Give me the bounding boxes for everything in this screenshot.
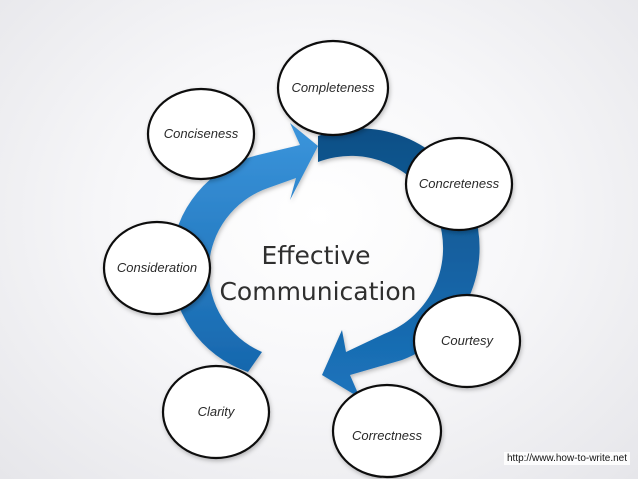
node-consideration: Consideration: [102, 220, 212, 316]
node-completeness: Completeness: [276, 39, 390, 137]
source-url-caption: http://www.how-to-write.net: [503, 452, 630, 465]
node-label-conciseness: Conciseness: [164, 126, 239, 141]
node-label-clarity: Clarity: [198, 404, 236, 419]
node-label-concreteness: Concreteness: [419, 176, 500, 191]
node-label-consideration: Consideration: [117, 260, 197, 275]
center-title-line2: Communication: [219, 277, 416, 306]
center-title-line1: Effective: [261, 241, 370, 270]
node-label-correctness: Correctness: [352, 428, 423, 443]
node-clarity: Clarity: [161, 364, 271, 460]
cycle-arrow-left: [171, 123, 318, 372]
node-correctness: Correctness: [331, 383, 443, 479]
node-label-completeness: Completeness: [291, 80, 375, 95]
node-concreteness: Concreteness: [404, 136, 514, 232]
node-courtesy: Courtesy: [412, 293, 522, 389]
node-conciseness: Conciseness: [146, 87, 256, 181]
node-label-courtesy: Courtesy: [441, 333, 495, 348]
